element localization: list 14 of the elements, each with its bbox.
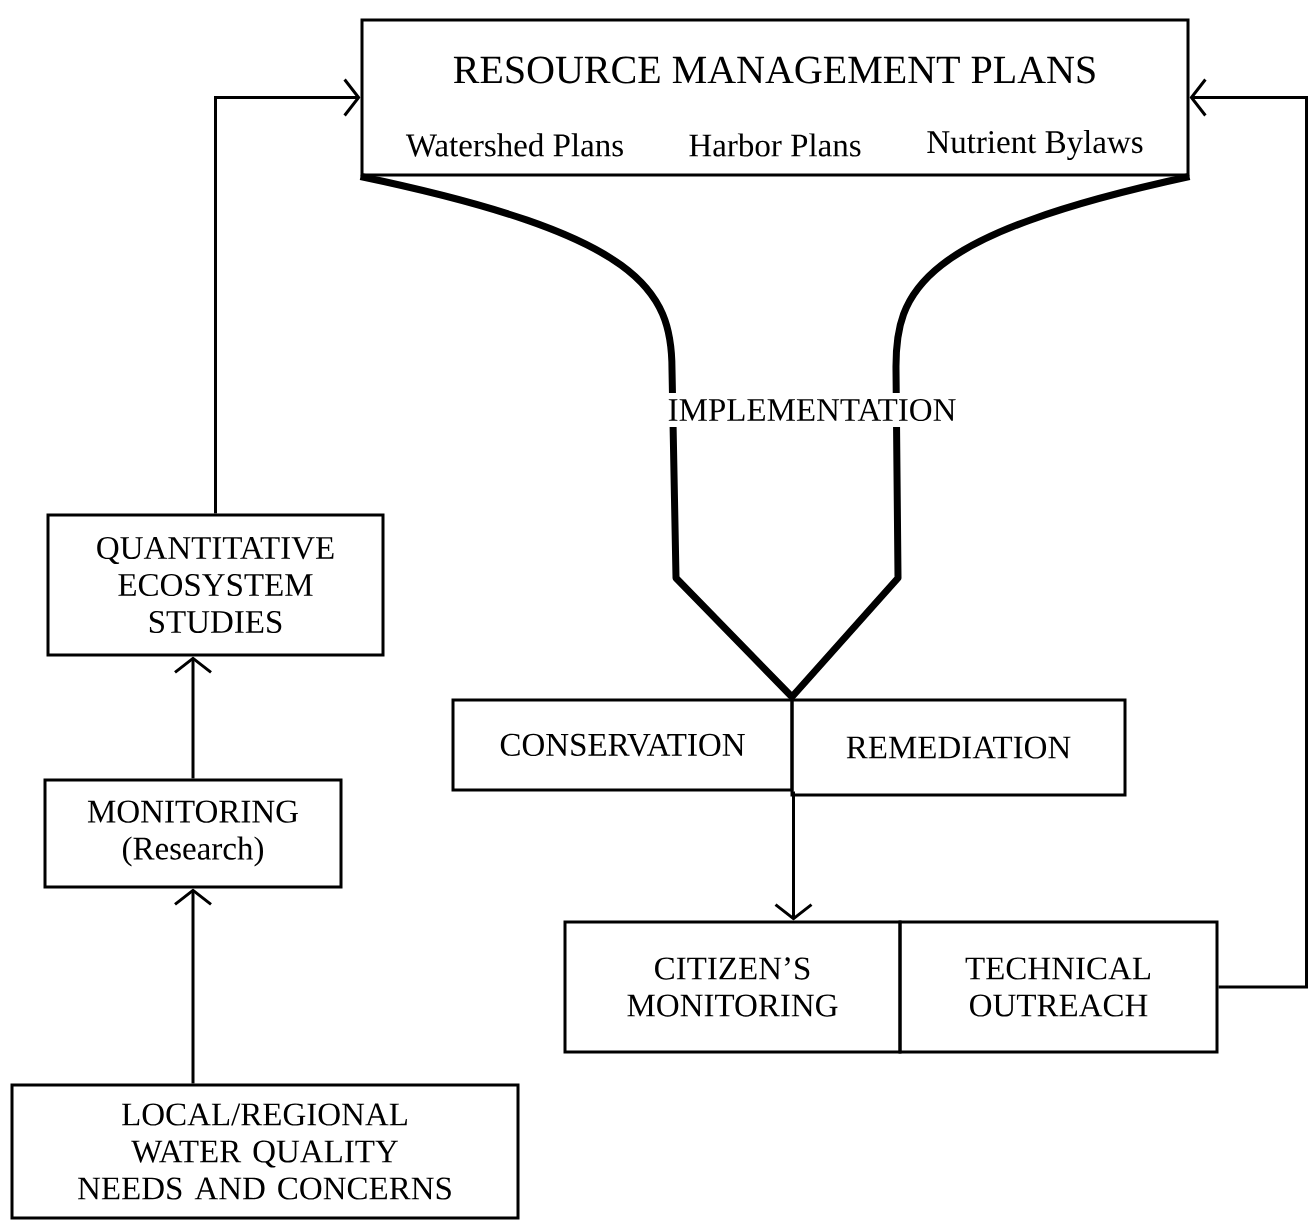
process-box: LOCAL/REGIONAL WATER QUALITY NEEDS AND CONCERNS [10,1083,520,1220]
plans-box: RESOURCE MANAGEMENT PLANS Watershed Plans Harbor Plans Nutrient Bylaws [360,18,1190,177]
arrow [1189,78,1308,989]
process-box: CONSERVATION [451,698,794,792]
process-box: QUANTITATIVE ECOSYSTEM STUDIES [46,513,385,657]
process-box: REMEDIATION [790,698,1127,797]
stage-label: IMPLEMENTATION [661,392,963,428]
arrow [174,656,212,779]
arrow [214,78,361,514]
arrow [774,791,813,921]
process-box: TECHNICAL OUTREACH [898,920,1219,1054]
process-box: CITIZEN’S MONITORING [563,920,902,1054]
process-box: MONITORING (Research) [43,778,343,889]
arrow [174,888,212,1084]
